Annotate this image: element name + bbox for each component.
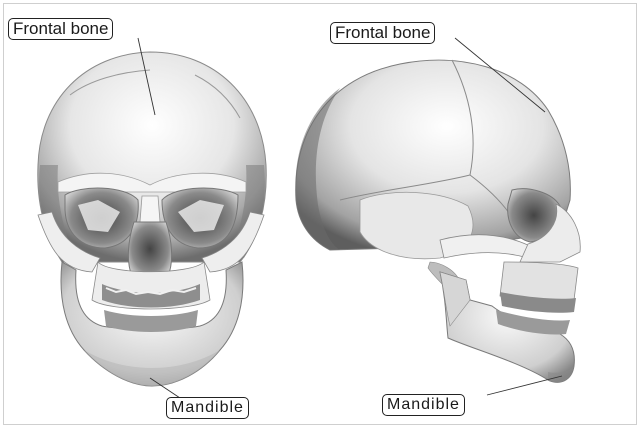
side-frontal-bone-label: Frontal bone xyxy=(330,22,435,44)
leader-side-mandible xyxy=(487,376,562,395)
nasal-cavity xyxy=(128,222,171,276)
front-mandible-label: Mandible xyxy=(166,397,249,419)
side-mandible-label: Mandible xyxy=(382,394,465,416)
side-skull xyxy=(295,60,580,382)
front-frontal-bone-label: Frontal bone xyxy=(8,18,113,40)
